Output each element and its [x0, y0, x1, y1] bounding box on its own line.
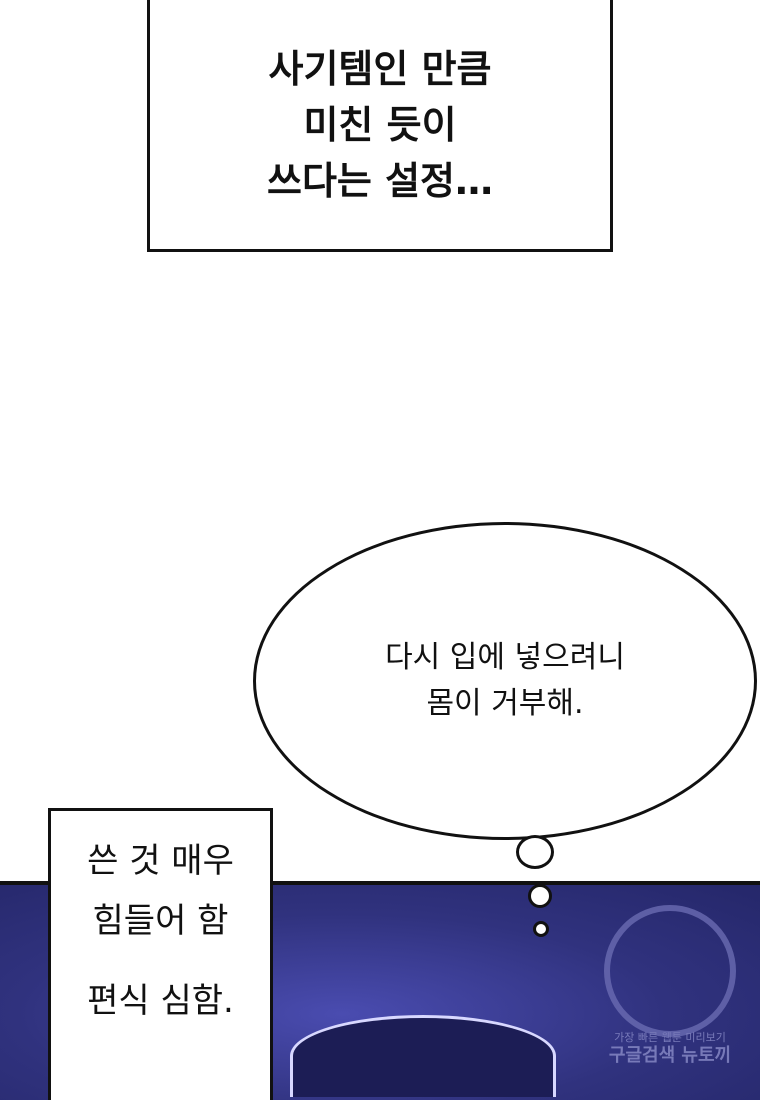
- thought-bubble: 다시 입에 넣으려니 몸이 거부해.: [253, 522, 757, 840]
- bubble-line: 몸이 거부해.: [426, 686, 584, 721]
- caption-line: 사기템인 만큼: [268, 46, 492, 91]
- thought-dot: [516, 835, 554, 869]
- caption-line: 편식 심함.: [87, 981, 234, 1021]
- caption-box-top: 사기템인 만큼 미친 듯이 쓰다는 설정…: [147, 0, 613, 252]
- character-hair: [290, 1015, 556, 1097]
- watermark-line1: 가장 빠른 웹툰 미리보기: [614, 1031, 726, 1044]
- thought-dot: [528, 884, 552, 908]
- caption-line: 미친 듯이: [303, 102, 457, 147]
- watermark-logo-icon: [604, 905, 736, 1037]
- thought-dot: [533, 921, 549, 937]
- caption-box-left: 쓴 것 매우 힘들어 함 편식 심함.: [48, 808, 273, 1100]
- watermark-line2: 구글검색 뉴토끼: [608, 1045, 732, 1066]
- watermark: 가장 빠른 웹툰 미리보기 구글검색 뉴토끼: [585, 905, 755, 1067]
- caption-line: 쓰다는 설정…: [266, 158, 494, 203]
- caption-line: 쓴 것 매우: [87, 841, 234, 881]
- caption-line: 힘들어 함: [92, 901, 229, 941]
- bubble-line: 다시 입에 넣으려니: [385, 640, 625, 675]
